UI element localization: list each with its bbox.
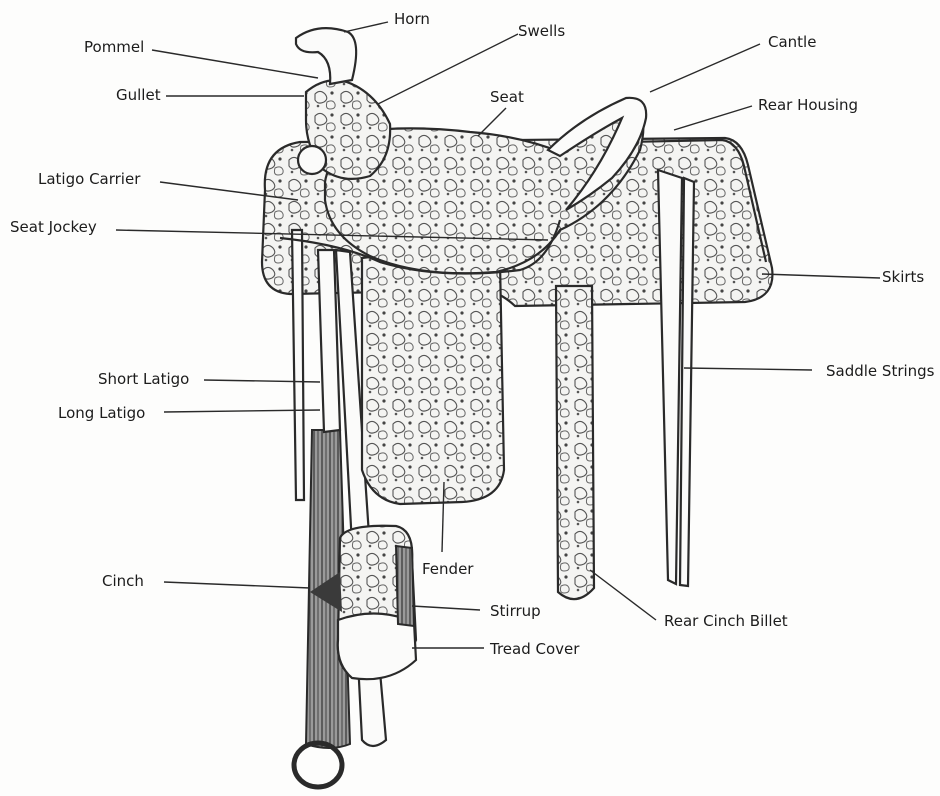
label-pommel: Pommel [84, 38, 144, 56]
label-seat-jockey: Seat Jockey [10, 218, 97, 236]
label-horn: Horn [394, 10, 430, 28]
label-swells: Swells [518, 22, 565, 40]
cinch-leader [164, 582, 310, 588]
label-gullet: Gullet [116, 86, 161, 104]
saddle-strings-shape [658, 170, 682, 584]
stirrup-leader [412, 606, 480, 610]
stirrup-leather [396, 546, 414, 626]
label-seat: Seat [490, 88, 524, 106]
rear-cinch-billet-leader [590, 570, 656, 620]
front-saddle-string [292, 230, 304, 500]
horn-leader [344, 22, 388, 32]
label-rear-housing: Rear Housing [758, 96, 858, 114]
skirts-leader [762, 274, 880, 278]
label-short-latigo: Short Latigo [98, 370, 189, 388]
seat-leader [478, 108, 506, 136]
label-rear-cinch-billet: Rear Cinch Billet [664, 612, 788, 630]
saddle-strings-leader [684, 368, 812, 370]
label-long-latigo: Long Latigo [58, 404, 145, 422]
label-cantle: Cantle [768, 33, 816, 51]
cinch-ring [294, 743, 342, 787]
label-stirrup: Stirrup [490, 602, 541, 620]
pommel-leader [152, 50, 318, 78]
label-fender: Fender [422, 560, 473, 578]
rear-housing-leader [674, 106, 752, 130]
label-cinch: Cinch [102, 572, 144, 590]
label-skirts: Skirts [882, 268, 924, 286]
fender-shape [362, 255, 504, 504]
rear-cinch-billet-shape [556, 286, 594, 599]
label-tread-cover: Tread Cover [490, 640, 579, 658]
label-saddle-strings: Saddle Strings [826, 362, 935, 380]
cantle-leader [650, 44, 760, 92]
label-latigo-carrier: Latigo Carrier [38, 170, 140, 188]
latigo-carrier-shape [298, 146, 326, 174]
